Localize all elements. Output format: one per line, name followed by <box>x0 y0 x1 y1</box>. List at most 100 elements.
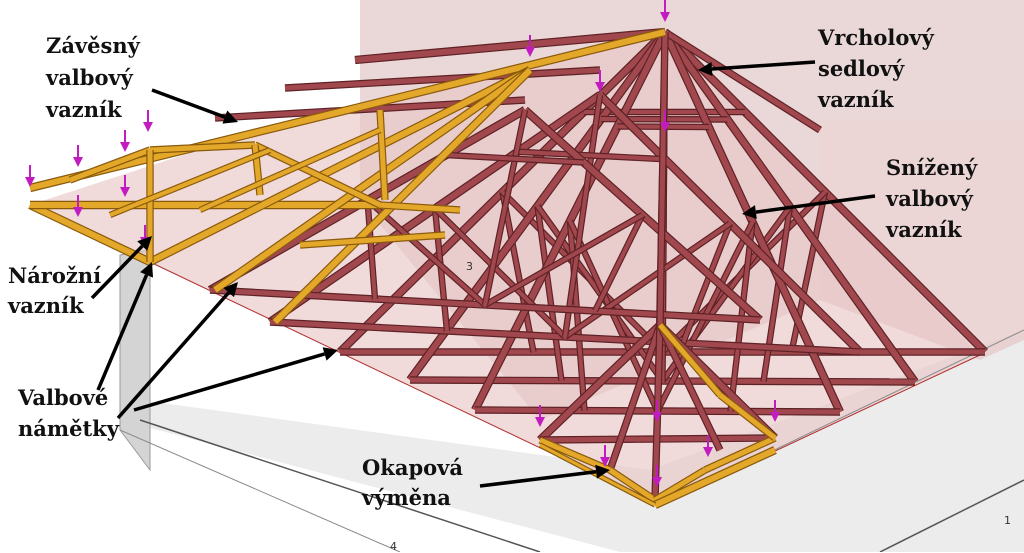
truss-member <box>653 447 777 508</box>
label-line: námětky <box>18 416 119 441</box>
truss-member <box>299 232 446 248</box>
pointer-arrow-icon <box>96 274 149 391</box>
truss-member <box>500 191 536 353</box>
label-line: sedlový <box>818 56 905 81</box>
truss-member <box>681 222 732 344</box>
truss-member <box>484 213 644 307</box>
load-arrow-icon <box>120 142 130 152</box>
pointer-arrow-icon <box>698 62 713 77</box>
pointer-arrow-icon <box>90 244 144 300</box>
label-line: Snížený <box>886 155 978 180</box>
load-arrow-layer <box>25 0 780 487</box>
load-arrow-icon <box>600 457 610 467</box>
load-arrow-icon <box>703 447 713 457</box>
floor-plane <box>120 330 1024 552</box>
truss-member <box>563 221 732 339</box>
truss-member <box>657 323 723 452</box>
label-line: vazník <box>8 293 84 318</box>
pointer-arrow-icon <box>116 291 231 420</box>
load-arrow-icon <box>770 412 780 422</box>
pointer-arrow-icon <box>322 347 338 361</box>
truss-member <box>213 67 532 293</box>
grid-number-3: 3 <box>466 260 473 273</box>
truss-member <box>377 109 388 201</box>
label-line: Závěsný <box>46 33 140 58</box>
truss-member <box>593 214 645 312</box>
truss-member <box>272 67 533 325</box>
truss-member <box>366 198 487 307</box>
load-arrow-icon <box>73 207 83 217</box>
pointer-arrow-layer <box>90 60 876 488</box>
label-line: Valbové <box>18 385 109 410</box>
label-valbove-nametky: Valbové námětky <box>18 386 119 441</box>
truss-member <box>653 467 707 503</box>
wall-edge <box>119 429 401 552</box>
truss-member <box>365 199 377 300</box>
truss-member <box>607 324 663 471</box>
truss-member <box>483 109 527 306</box>
pointer-arrow-icon <box>222 110 238 124</box>
truss-member <box>199 128 381 212</box>
pointer-arrow-icon <box>755 194 876 214</box>
pointer-arrow-icon <box>151 88 226 119</box>
load-arrow-icon <box>652 412 662 422</box>
truss-member <box>284 67 601 91</box>
truss-member <box>379 202 461 213</box>
label-line: Vrcholový <box>818 25 934 50</box>
load-arrow-icon <box>120 187 130 197</box>
pointer-arrow-icon <box>137 236 152 251</box>
load-arrow-icon <box>143 122 153 132</box>
truss-member <box>69 147 151 183</box>
label-zavesny-valbovy-vaznik: Závěsný valbový vazník <box>46 34 140 122</box>
load-arrow-icon <box>525 47 535 57</box>
yellow-truss-layer <box>28 27 778 509</box>
truss-member <box>354 29 666 63</box>
truss-member <box>148 67 532 265</box>
load-arrow-icon <box>660 12 670 22</box>
truss-member <box>446 153 584 165</box>
truss-member <box>718 393 777 440</box>
truss-member <box>535 205 564 381</box>
pointer-arrow-icon <box>742 205 757 220</box>
grid-number-4: 4 <box>390 540 397 553</box>
label-line: valbový <box>886 186 973 211</box>
label-line: Nárožní <box>8 263 102 288</box>
label-narozni-vaznik: Nárožní vazník <box>8 264 101 318</box>
truss-member <box>149 142 256 153</box>
label-snizeny-valbovy-vaznik: Snížený valbový vazník <box>886 156 977 242</box>
load-arrow-icon <box>660 122 670 132</box>
load-arrow-icon <box>25 177 35 187</box>
load-arrow-icon <box>535 417 545 427</box>
load-arrow-icon <box>595 82 605 92</box>
truss-member <box>663 29 822 133</box>
floor-edge-3 <box>879 479 1024 552</box>
pointer-arrow-icon <box>133 352 326 412</box>
label-line: Okapová <box>362 455 463 480</box>
label-vrcholovy-sedlovy-vaznik: Vrcholový sedlový vazník <box>818 26 934 112</box>
truss-member <box>658 323 722 397</box>
label-line: výměna <box>362 485 451 510</box>
truss-member <box>433 207 567 339</box>
pointer-arrow-icon <box>711 60 816 71</box>
label-line: vazník <box>886 217 962 242</box>
pointer-arrow-icon <box>140 262 154 278</box>
load-arrow-icon <box>73 157 83 167</box>
truss-member <box>563 94 602 338</box>
truss-member <box>517 149 666 162</box>
label-okapova-vymena: Okapová výměna <box>362 456 463 510</box>
pointer-arrow-icon <box>223 282 238 298</box>
pointer-arrow-icon <box>479 469 597 488</box>
truss-member <box>608 467 657 503</box>
truss-member <box>537 322 663 443</box>
truss-member <box>253 142 382 208</box>
load-arrow-icon <box>652 477 662 487</box>
floor-edge <box>139 419 541 552</box>
label-line: vazník <box>46 97 122 122</box>
truss-member <box>539 437 611 473</box>
grid-number-1: 1 <box>1004 514 1011 527</box>
label-line: vazník <box>818 87 894 112</box>
label-line: valbový <box>46 65 133 90</box>
truss-member <box>109 148 271 217</box>
